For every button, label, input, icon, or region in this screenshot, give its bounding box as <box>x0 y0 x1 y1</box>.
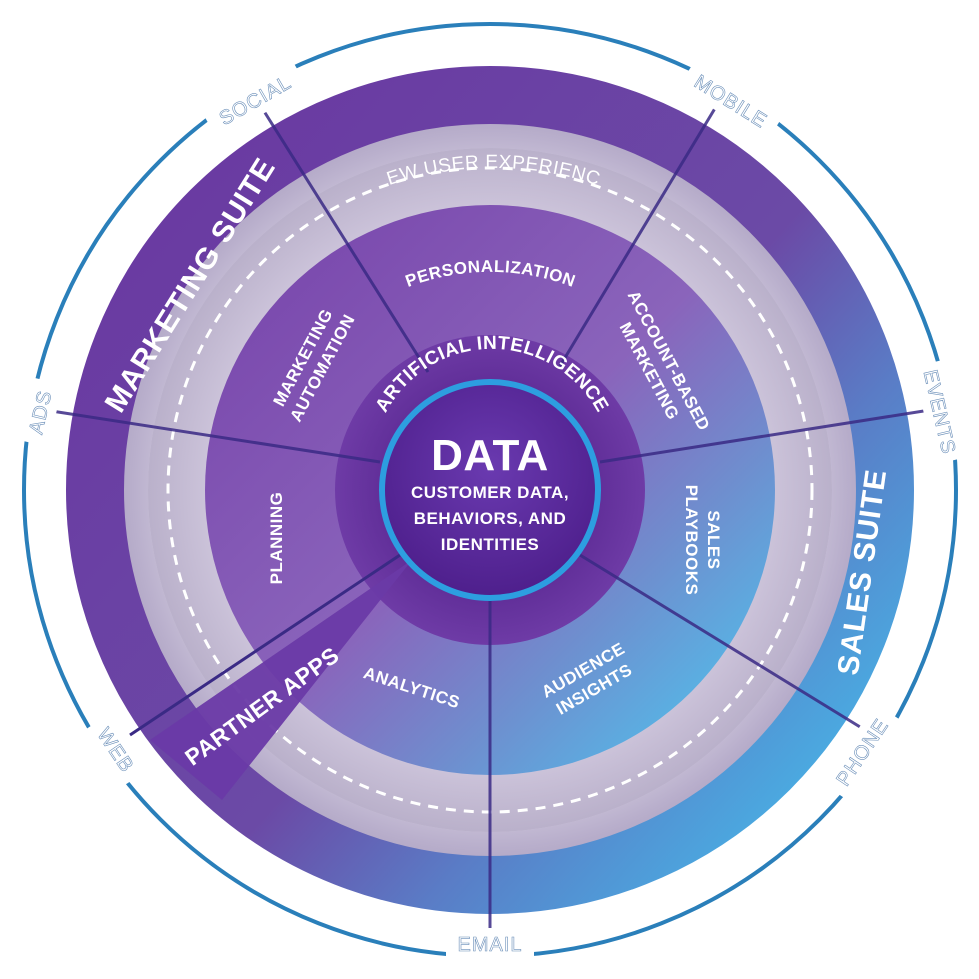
segment-planning-line-1: PLANNING <box>267 492 286 585</box>
data-core <box>379 379 601 601</box>
divider-web <box>129 553 401 737</box>
core-title: DATA <box>431 431 549 480</box>
core-subtitle-line-2: BEHAVIORS, AND <box>414 509 566 528</box>
divider-ads <box>44 408 381 464</box>
segment-sales-playbooks-line-2: PLAYBOOKS <box>682 485 701 596</box>
core-subtitle-line-1: CUSTOMER DATA, <box>411 483 569 502</box>
channel-email: EMAIL <box>457 934 522 956</box>
partner-apps-wedge <box>150 560 412 800</box>
divider-mobile <box>558 99 722 367</box>
divider-social <box>260 107 430 373</box>
divider-phone <box>579 553 866 732</box>
segment-planning: PLANNING <box>267 492 286 585</box>
segment-sales-playbooks-line-1: SALES <box>704 510 723 569</box>
core-subtitle-line-3: IDENTITIES <box>441 535 540 554</box>
segment-sales-playbooks: SALES PLAYBOOKS <box>682 485 723 596</box>
segment-dividers <box>44 99 931 955</box>
divider-events <box>599 408 931 464</box>
